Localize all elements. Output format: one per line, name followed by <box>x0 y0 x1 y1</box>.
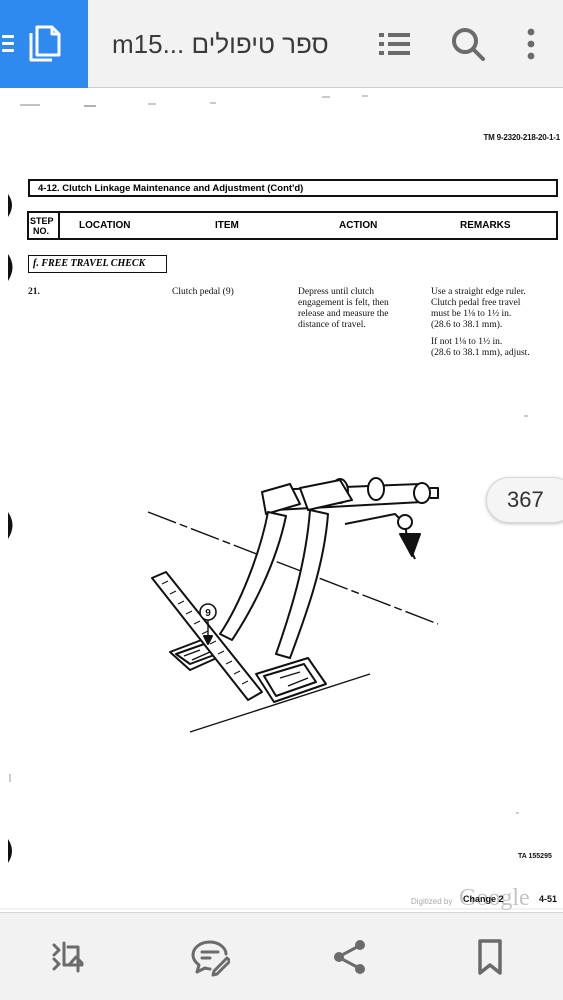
bottom-toolbar <box>0 912 563 1000</box>
section-title: 4-12. Clutch Linkage Maintenance and Adj… <box>38 183 304 194</box>
subsection-title: f. FREE TRAVEL CHECK <box>33 258 146 269</box>
page-indicator[interactable]: 367 <box>486 477 563 523</box>
page-number: 4-51 <box>539 894 558 904</box>
share-icon[interactable] <box>330 937 370 977</box>
table-header: STEP NO. LOCATION ITEM ACTION REMARKS <box>27 211 558 240</box>
column-item: ITEM <box>215 220 239 231</box>
document-title[interactable]: m15... ספר טיפולים <box>112 29 329 59</box>
bookmark-icon[interactable] <box>470 937 510 977</box>
search-icon[interactable] <box>448 24 488 64</box>
menu-icon <box>2 35 14 53</box>
header-divider <box>58 213 60 238</box>
list-icon[interactable] <box>374 24 414 64</box>
column-step-no: STEP NO. <box>30 216 54 236</box>
scan-artifacts <box>0 95 563 910</box>
column-location: LOCATION <box>79 220 131 231</box>
crop-icon[interactable] <box>48 937 88 977</box>
page-viewer[interactable]: TM 9-2320-218-20-1-1 4-12. Clutch Linkag… <box>0 89 563 912</box>
section-title-box: 4-12. Clutch Linkage Maintenance and Adj… <box>28 179 558 197</box>
comment-edit-icon[interactable] <box>190 937 230 977</box>
column-action: ACTION <box>339 220 378 231</box>
subsection-box: f. FREE TRAVEL CHECK <box>28 255 167 273</box>
step-item: Clutch pedal (9) <box>172 287 234 297</box>
top-app-bar: m15... ספר טיפולים <box>0 0 563 88</box>
column-remarks: REMARKS <box>460 220 511 231</box>
step-remarks: Use a straight edge ruler. Clutch pedal … <box>431 287 530 358</box>
tm-number: TM 9-2320-218-20-1-1 <box>483 133 561 142</box>
document-menu-button[interactable] <box>0 0 88 88</box>
change-label: Change 2 <box>463 894 504 904</box>
more-vert-icon[interactable] <box>511 24 551 64</box>
google-watermark: Google <box>459 885 530 911</box>
digitized-by-text: Digitized by <box>411 897 453 906</box>
scanned-page: TM 9-2320-218-20-1-1 4-12. Clutch Linkag… <box>0 89 563 912</box>
document-icon <box>29 25 61 62</box>
figure-reference: TA 155295 <box>518 853 552 860</box>
step-number: 21. <box>28 287 40 297</box>
callout-label: 9 <box>205 608 211 619</box>
step-action: Depress until clutch engagement is felt,… <box>298 287 389 330</box>
page-indicator-number: 367 <box>507 487 544 512</box>
clutch-pedal-illustration: 9 <box>147 477 439 733</box>
